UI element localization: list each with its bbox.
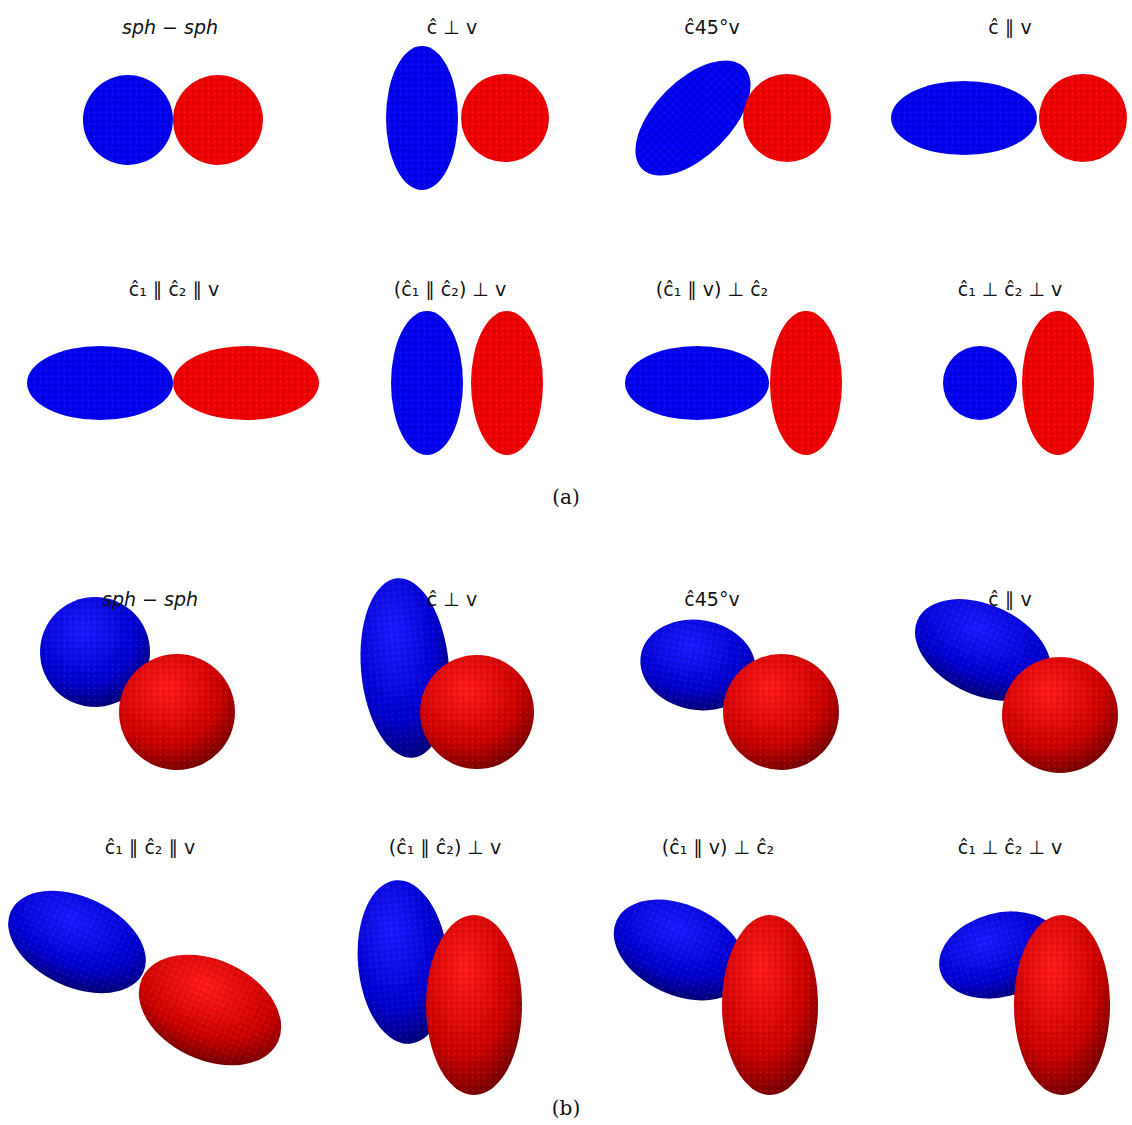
panel-caption: (a) xyxy=(552,485,580,509)
configuration-label: ĉ ⊥ v xyxy=(427,16,477,38)
configuration-label: ĉ ∥ v xyxy=(988,16,1031,38)
configuration-label: ĉ ⊥ v xyxy=(427,588,477,610)
configuration-label: ĉ₁ ∥ ĉ₂ ∥ v xyxy=(129,278,220,300)
configuration-label: (ĉ₁ ∥ ĉ₂) ⊥ v xyxy=(389,836,501,858)
configuration-label: ĉ₁ ⊥ ĉ₂ ⊥ v xyxy=(958,836,1063,858)
configuration-label: ĉ45°v xyxy=(684,588,739,610)
panel-caption: (b) xyxy=(552,1096,580,1120)
configuration-label: (ĉ₁ ∥ v) ⊥ ĉ₂ xyxy=(656,278,768,300)
configuration-label: ĉ₁ ∥ ĉ₂ ∥ v xyxy=(105,836,196,858)
configuration-label: ĉ45°v xyxy=(684,16,739,38)
configuration-label: ĉ ∥ v xyxy=(988,588,1031,610)
panel-b-shapes xyxy=(0,575,1118,1095)
panel-a-shapes xyxy=(27,40,1127,455)
configuration-label: ĉ₁ ⊥ ĉ₂ ⊥ v xyxy=(958,278,1063,300)
configuration-label: (ĉ₁ ∥ v) ⊥ ĉ₂ xyxy=(662,836,774,858)
configuration-label: sph − sph xyxy=(122,16,218,38)
configuration-label: sph − sph xyxy=(102,588,198,610)
configuration-label: (ĉ₁ ∥ ĉ₂) ⊥ v xyxy=(394,278,506,300)
